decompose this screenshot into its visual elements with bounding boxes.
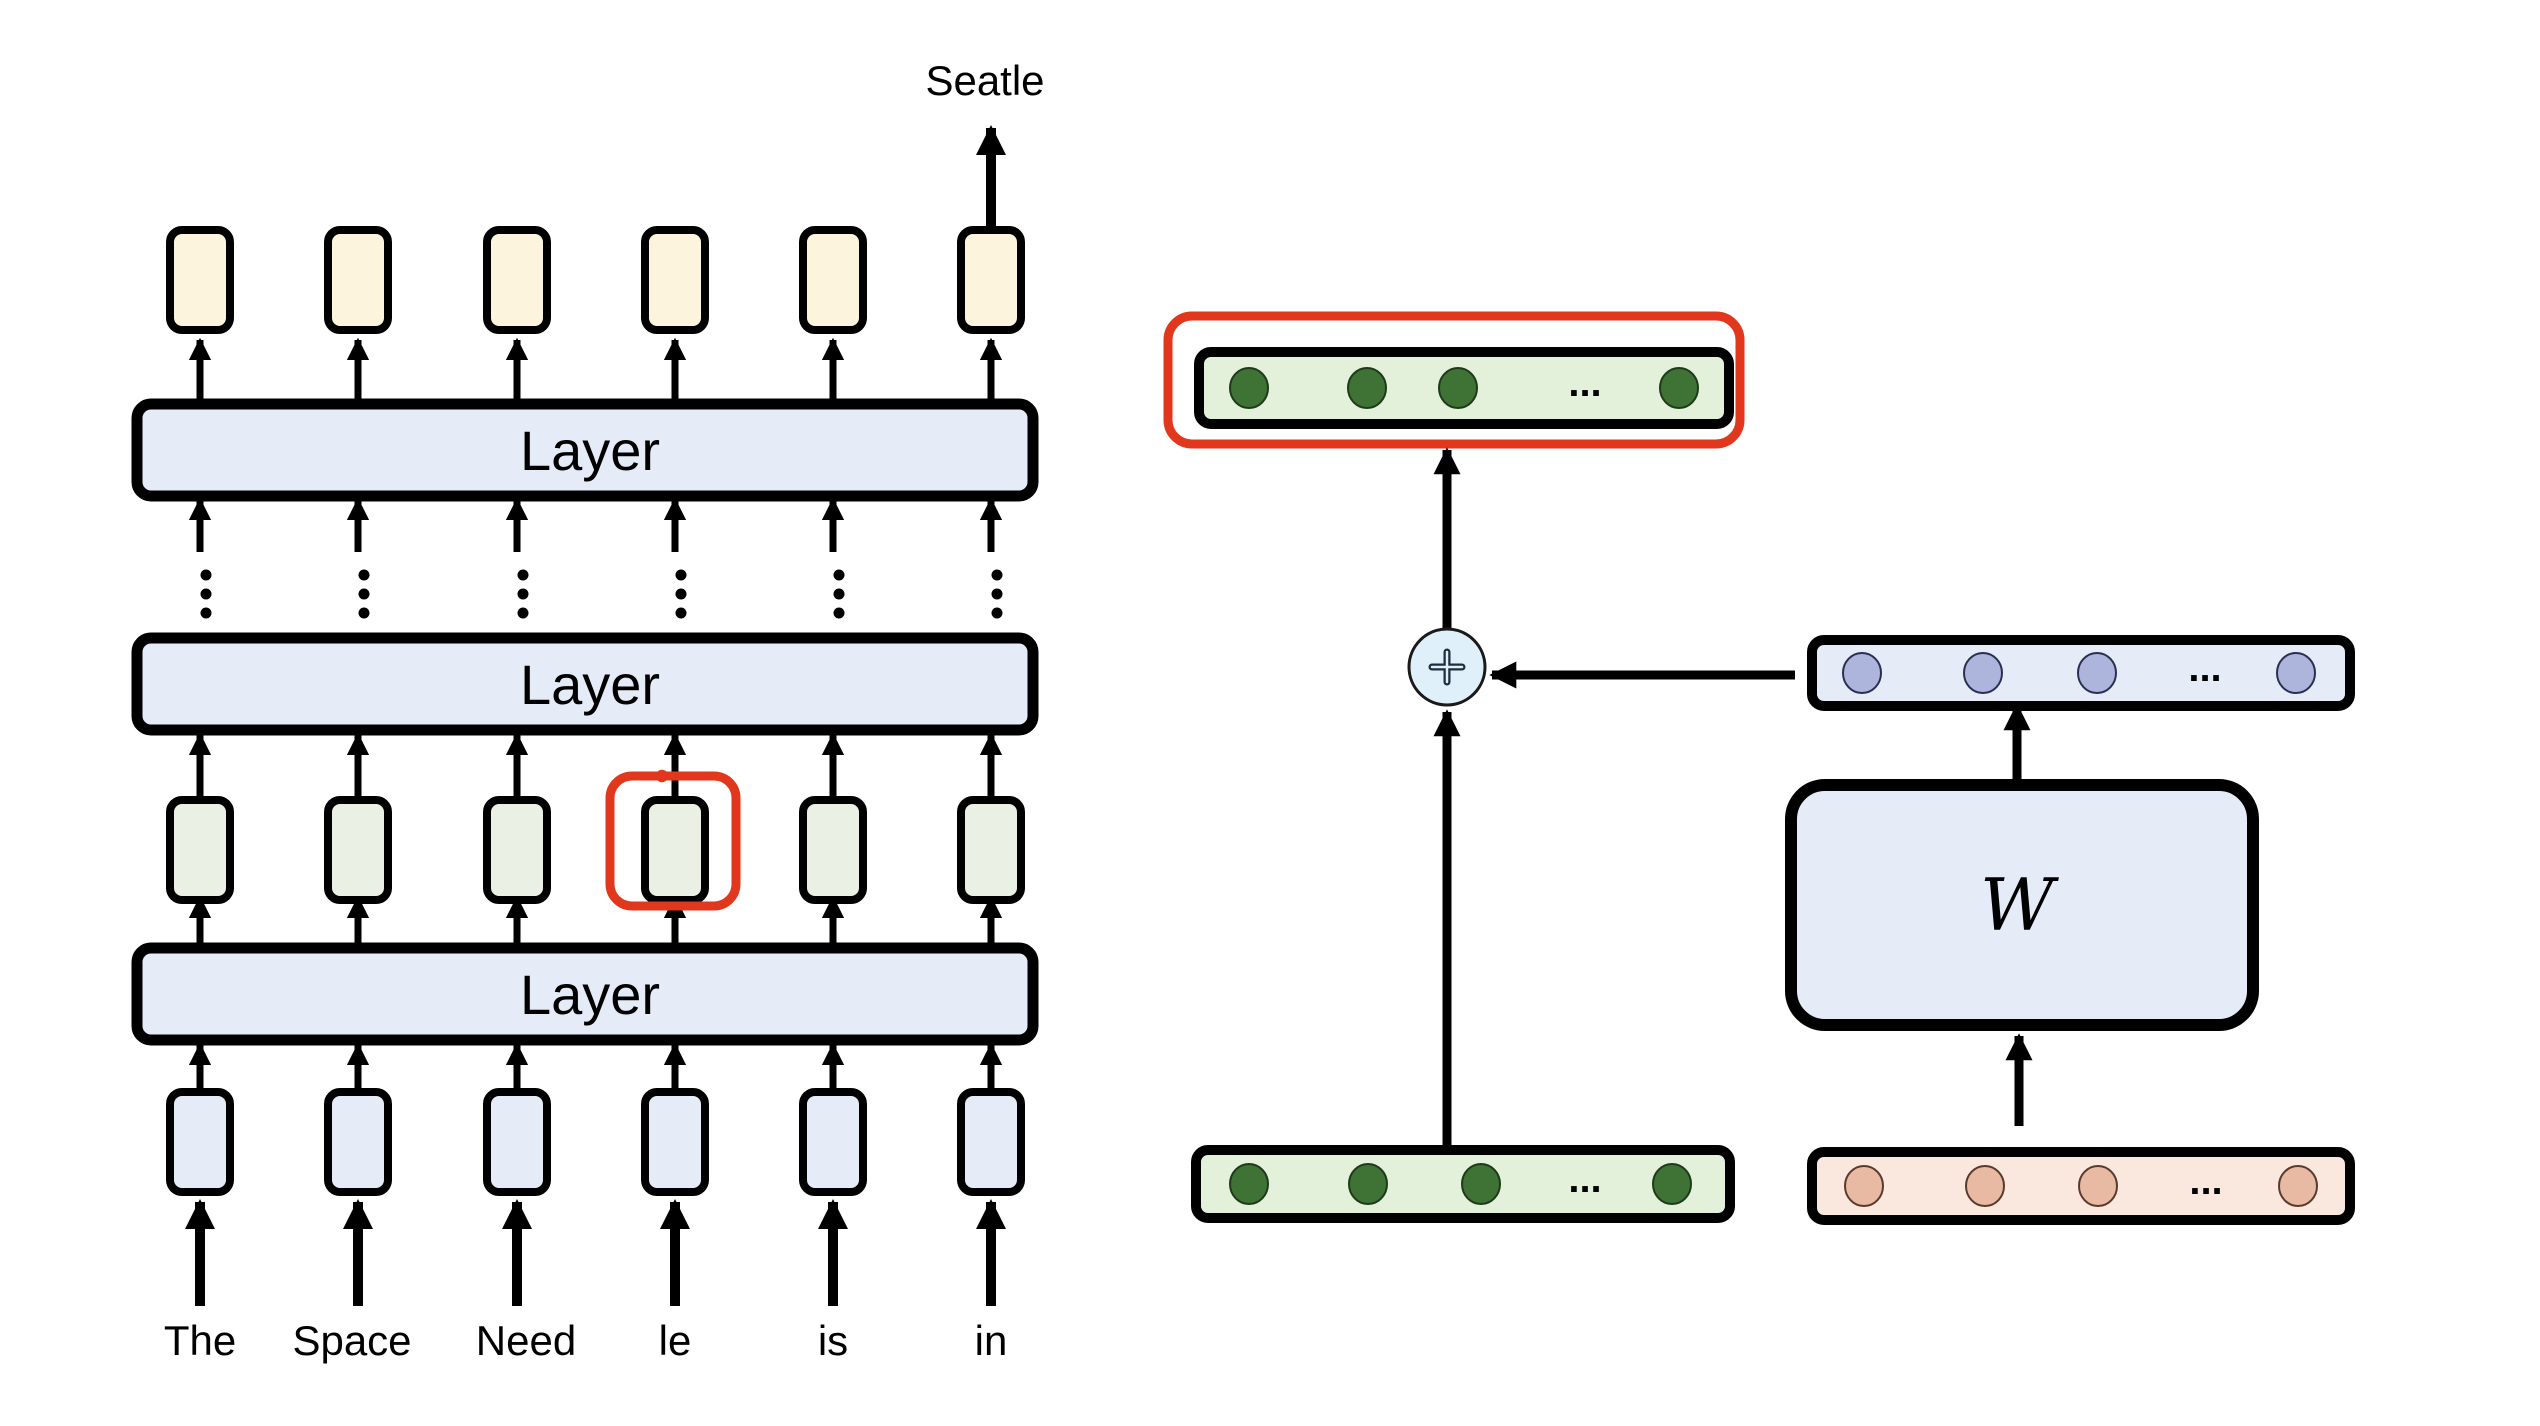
- hidden-state-box: [166, 796, 234, 904]
- vector-node: [2078, 1165, 2118, 1207]
- vector-node: [1438, 367, 1478, 409]
- ellipsis-dot: [833, 588, 845, 600]
- residual-input-vector: ...: [1191, 1145, 1735, 1223]
- ellipsis-dot: [517, 588, 529, 600]
- input-token-label: Need: [476, 1317, 576, 1364]
- layer-block: Layer: [131, 632, 1039, 736]
- ellipsis-dot: [200, 569, 212, 581]
- vector-node: [1461, 1163, 1501, 1205]
- input-token-label: Space: [292, 1317, 411, 1364]
- vector-node: [1652, 1163, 1692, 1205]
- input-token-label: is: [818, 1317, 848, 1364]
- steering-input-vector: ...: [1807, 1147, 2355, 1225]
- vector-ellipsis: ...: [1568, 361, 1601, 405]
- layer-rect: [131, 398, 1039, 502]
- input-embedding-box: [641, 1088, 709, 1196]
- output-token-label: Seatle: [925, 57, 1044, 104]
- input-embedding-box: [324, 1088, 392, 1196]
- layer-block: Layer: [131, 942, 1039, 1046]
- steering-panel: ... ... W ... ...: [1163, 311, 2355, 1225]
- vector-ellipsis: ...: [2189, 1159, 2222, 1203]
- layer-rect: [131, 942, 1039, 1046]
- layer-block: Layer: [131, 398, 1039, 502]
- input-token-label: The: [164, 1317, 236, 1364]
- hidden-state-box: [957, 796, 1025, 904]
- layer-rect: [131, 632, 1039, 736]
- output-vector-box: [166, 226, 234, 334]
- vector-node: [1347, 367, 1387, 409]
- highlighted-hidden-state-box: [641, 796, 709, 904]
- ellipsis-dot: [517, 607, 529, 619]
- hidden-state-box: [799, 796, 867, 904]
- vector-node: [2077, 652, 2117, 694]
- vector-node: [2278, 1165, 2318, 1207]
- ellipsis-dot: [675, 569, 687, 581]
- steered-output-vector: ...: [1194, 347, 1734, 429]
- input-token-label: in: [975, 1317, 1008, 1364]
- ellipsis-dot: [833, 569, 845, 581]
- output-vector-box: [799, 226, 867, 334]
- layer-label: Layer: [520, 963, 660, 1026]
- ellipsis-dot: [200, 588, 212, 600]
- ellipsis-dot: [991, 607, 1003, 619]
- input-token-label: le: [659, 1317, 692, 1364]
- input-embedding-box: [957, 1088, 1025, 1196]
- token-vector-boxes: [166, 226, 1025, 1196]
- projected-steering-vector: ...: [1807, 635, 2355, 711]
- vector-node: [1965, 1165, 2005, 1207]
- output-vector-box: [641, 226, 709, 334]
- ellipsis-dot: [358, 569, 370, 581]
- vector-node: [1229, 367, 1269, 409]
- vector-node: [1659, 367, 1699, 409]
- input-embedding-box: [483, 1088, 551, 1196]
- vector-node: [1963, 652, 2003, 694]
- vector-node: [1348, 1163, 1388, 1205]
- token-arrows: [185, 125, 1006, 1306]
- ellipsis-dot: [675, 588, 687, 600]
- input-embedding-box: [166, 1088, 234, 1196]
- hidden-state-highlight: [605, 771, 741, 911]
- ellipsis-dot: [833, 607, 845, 619]
- input-embedding-box: [799, 1088, 867, 1196]
- vector-node: [1842, 652, 1882, 694]
- ellipsis-dot: [517, 569, 529, 581]
- add-node: [1407, 627, 1487, 707]
- cursor-marker-icon: [655, 769, 669, 783]
- vector-node: [2276, 652, 2316, 694]
- ellipsis-dot: [358, 607, 370, 619]
- layer-label: Layer: [520, 419, 660, 482]
- output-vector-box: [324, 226, 392, 334]
- vector-ellipsis: ...: [2188, 646, 2221, 690]
- weight-matrix-label: W: [1980, 863, 2059, 947]
- ellipsis-dot: [675, 607, 687, 619]
- input-token-labels: The Space Need le is in: [164, 1317, 1008, 1364]
- vector-node: [1229, 1163, 1269, 1205]
- weight-matrix-box: W: [1785, 779, 2259, 1031]
- ellipsis-dot: [991, 569, 1003, 581]
- steered-output-highlight: [1163, 311, 1745, 449]
- hidden-state-box: [483, 796, 551, 904]
- output-vector-box: [483, 226, 551, 334]
- vertical-ellipsis-dots: [200, 569, 1003, 619]
- vector-ellipsis: ...: [1568, 1157, 1601, 1201]
- layer-label: Layer: [520, 653, 660, 716]
- output-vector-box: [957, 226, 1025, 334]
- hidden-state-box: [324, 796, 392, 904]
- ellipsis-dot: [991, 588, 1003, 600]
- vector-node: [1844, 1165, 1884, 1207]
- ellipsis-dot: [200, 607, 212, 619]
- ellipsis-dot: [358, 588, 370, 600]
